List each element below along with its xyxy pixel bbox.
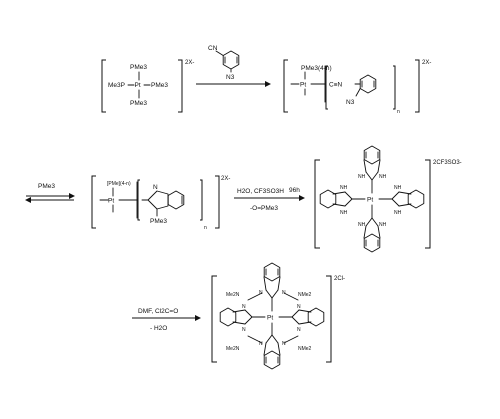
compound-4-metal: Pt <box>367 197 373 204</box>
step-2: PMe3 <box>25 183 75 203</box>
compound-1-ligand-right: PMe3 <box>151 82 168 89</box>
compound-3-counterion: 2X- <box>221 176 230 182</box>
compound-3-subscript-n: n <box>204 225 207 231</box>
step-3-conditions-above: H2O, CF3SO3H <box>237 188 284 195</box>
compound-2-ligand: PMe3(4-n) <box>301 65 332 72</box>
compound-5-n-left-top: N <box>242 304 246 310</box>
compound-4-nh-top-right: NH <box>379 174 387 180</box>
compound-4-nh-right-bottom: NH <box>394 210 402 216</box>
reagent-2-azidobenzonitrile: CN N3 <box>208 45 240 81</box>
compound-5-counterion: 2Cl- <box>334 276 345 282</box>
compound-3-ylide: PMe3 <box>150 218 167 225</box>
step-3-conditions-below: -O=PMe3 <box>250 205 278 212</box>
compound-5-n-right-bottom: N <box>297 327 301 333</box>
reagent-cn: CN <box>208 45 218 52</box>
compound-4-nh-left-top: NH <box>340 185 348 191</box>
compound-1-ligand-top: PMe3 <box>130 64 147 71</box>
compound-5-n-bottom-left: N <box>259 341 263 347</box>
step-4-conditions-above: DMF, Cl2C=O <box>138 308 178 315</box>
compound-2-subscript-n: n <box>397 109 400 115</box>
compound-5-nme2-bottom-left: Me2N <box>226 346 240 352</box>
compound-2-counterion: 2X- <box>422 60 431 66</box>
compound-5: N N N N N N N N Me2N NMe2 <box>211 262 345 370</box>
compound-5-n-left-bottom: N <box>242 327 246 333</box>
compound-2-metal: Pt <box>300 82 306 89</box>
compound-4-counterion: 2CF3SO3- <box>433 160 462 166</box>
compound-4-nh-bottom-right: NH <box>379 222 387 228</box>
reagent-n3: N3 <box>226 74 235 81</box>
compound-2-azide: N3 <box>346 99 355 106</box>
step-4: DMF, Cl2C=O - H2O <box>132 308 201 332</box>
compound-2-nitrile: C≡N <box>329 82 342 89</box>
step-4-conditions-below: - H2O <box>150 325 167 332</box>
compound-4: NH NH NH NH NH NH NH NH Pt 2CF3SO3- <box>314 145 462 253</box>
compound-4-nh-left-bottom: NH <box>340 210 348 216</box>
compound-3-ligand: [PMe](4-n) <box>107 181 131 187</box>
compound-1-ligand-bottom: PMe3 <box>130 100 147 107</box>
compound-5-n-right-top: N <box>297 304 301 310</box>
compound-3-metal: Pt <box>108 198 114 205</box>
compound-4-nh-top-left: NH <box>358 174 366 180</box>
compound-1-counterion: 2X- <box>185 60 194 66</box>
reagent-pme3: PMe3 <box>38 183 55 190</box>
step-3-time: 96h <box>289 187 300 194</box>
step-3: H2O, CF3SO3H -O=PMe3 96h <box>234 187 305 212</box>
compound-3: [PMe](4-n) Pt N PMe3 n 2X- <box>91 175 230 231</box>
compound-5-nme2-bottom-right: NMe2 <box>298 346 312 352</box>
compound-4-nh-right-top: NH <box>394 185 402 191</box>
compound-4-nh-bottom-left: NH <box>358 222 366 228</box>
compound-3-ring-n: N <box>153 184 158 191</box>
compound-5-n-bottom-right: N <box>282 341 286 347</box>
compound-2: PMe3(4-n) Pt C≡N N3 n 2X- <box>283 59 431 115</box>
compound-1: PMe3 Me3P Pt PMe3 PMe3 2X- <box>101 59 194 113</box>
compound-5-nme2-top-left: Me2N <box>226 292 240 298</box>
compound-5-nme2-top-right: NMe2 <box>298 292 312 298</box>
compound-1-metal: Pt <box>135 82 141 89</box>
compound-5-metal: Pt <box>267 315 273 322</box>
compound-1-ligand-left: Me3P <box>108 82 125 89</box>
